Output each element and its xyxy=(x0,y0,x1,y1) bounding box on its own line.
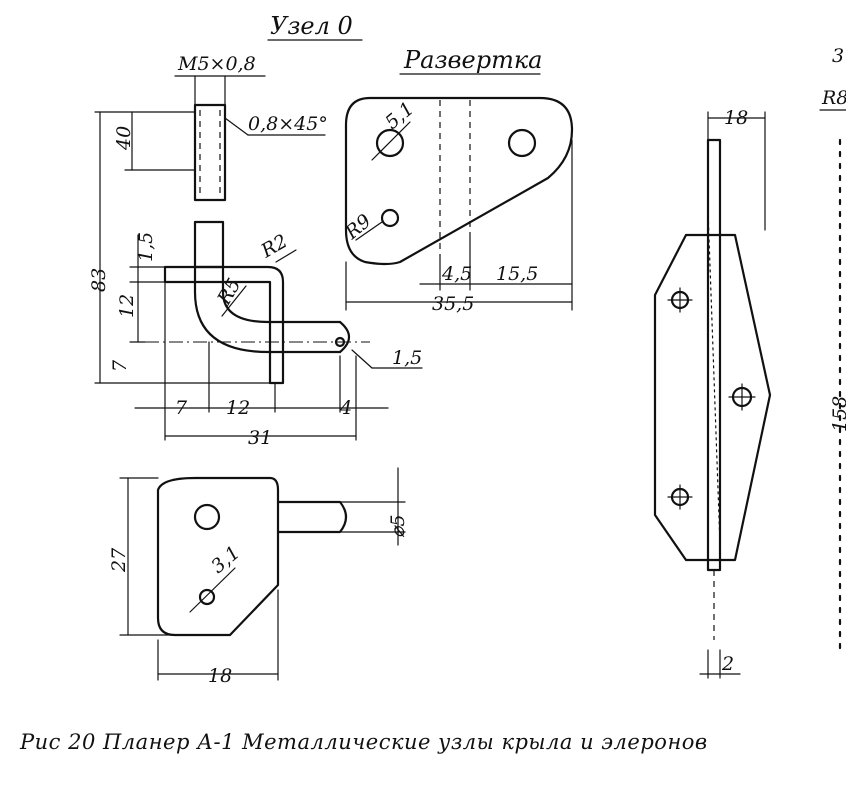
dim-40: 40 xyxy=(113,126,135,151)
bracket-elevation xyxy=(163,220,351,385)
dim-18: 18 xyxy=(208,665,232,687)
dim-r5-leader xyxy=(221,285,247,317)
node-header: Узел 0 xyxy=(270,12,353,40)
dim-r9-leader xyxy=(355,221,383,241)
bracket-plan xyxy=(156,476,348,637)
dim-d5: ⌀5 xyxy=(387,514,409,538)
dim-2: 2 xyxy=(721,653,734,675)
dim-31: 31 xyxy=(248,427,272,449)
dim-15b-leader xyxy=(351,349,373,369)
dim-12v: 12 xyxy=(116,294,138,318)
dim-155: 15,5 xyxy=(496,263,538,285)
dim-27: 27 xyxy=(108,547,130,573)
dim-12h: 12 xyxy=(226,397,250,419)
bolt-top xyxy=(193,103,227,202)
aileron-plate xyxy=(653,138,772,640)
edge-label-top: 3 xyxy=(832,45,844,67)
dim-r2: R2 xyxy=(257,230,292,263)
dim-7h: 7 xyxy=(175,397,188,419)
unfold-plate xyxy=(344,96,574,266)
dim-45: 4,5 xyxy=(441,263,472,285)
dim-31b-leader xyxy=(189,567,236,613)
edge-label-158: 158 xyxy=(829,396,846,432)
dim-m5: M5×0,8 xyxy=(177,53,256,75)
dim-51-leader xyxy=(371,121,411,161)
dim-4: 4 xyxy=(339,397,352,419)
dim-15: 1,5 xyxy=(135,232,157,262)
dim-18b: 18 xyxy=(724,107,748,129)
dim-chamfer: 0,8×45° xyxy=(248,113,328,135)
dim-83: 83 xyxy=(88,268,110,292)
dim-7v: 7 xyxy=(109,359,131,372)
dim-15b: 1,5 xyxy=(392,347,422,369)
dim-r2-leader xyxy=(275,249,297,263)
figure-caption: Рис 20 Планер А-1 Металлические узлы кры… xyxy=(20,730,708,754)
dim-355: 35,5 xyxy=(432,293,474,315)
unfold-header: Развертка xyxy=(403,46,542,74)
edge-label-r8: R8 xyxy=(821,87,846,109)
dim-31b: 3,1 xyxy=(207,542,244,578)
dim-51: 5,1 xyxy=(381,98,418,134)
chamfer-leader xyxy=(224,117,249,136)
